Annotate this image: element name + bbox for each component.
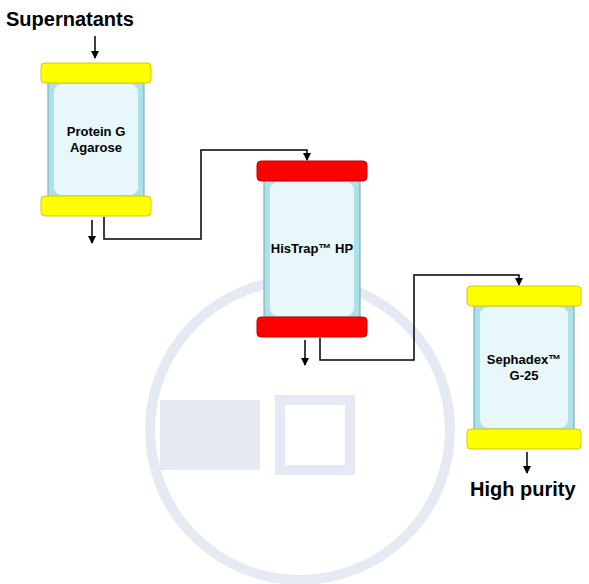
column-part [270,182,354,316]
outlet-arrow [91,220,93,243]
column-part [257,161,367,181]
column-part [41,196,151,216]
column-node: HisTrap™ HP [256,160,368,338]
column-part [264,176,360,322]
column-part [257,317,367,337]
column-label: HisTrap™ HP [270,241,354,257]
column-part [474,301,574,434]
outlet-arrow [526,452,528,473]
column-part [467,286,581,306]
column-node: Sephadex™ G-25 [466,285,582,450]
column-part [467,429,581,449]
watermark [150,280,450,580]
column-part [48,78,144,201]
flow-label: High purity [470,478,576,501]
column-part [41,63,151,83]
column-label: Sephadex™ G-25 [480,352,568,384]
inlet-arrow [94,36,96,58]
column-part [480,307,568,428]
column-node: Protein G Agarose [40,62,152,217]
column-label: Protein G Agarose [54,124,138,156]
column-part [54,84,138,195]
outlet-arrow [304,340,306,365]
flow-label: Supernatants [6,8,134,31]
